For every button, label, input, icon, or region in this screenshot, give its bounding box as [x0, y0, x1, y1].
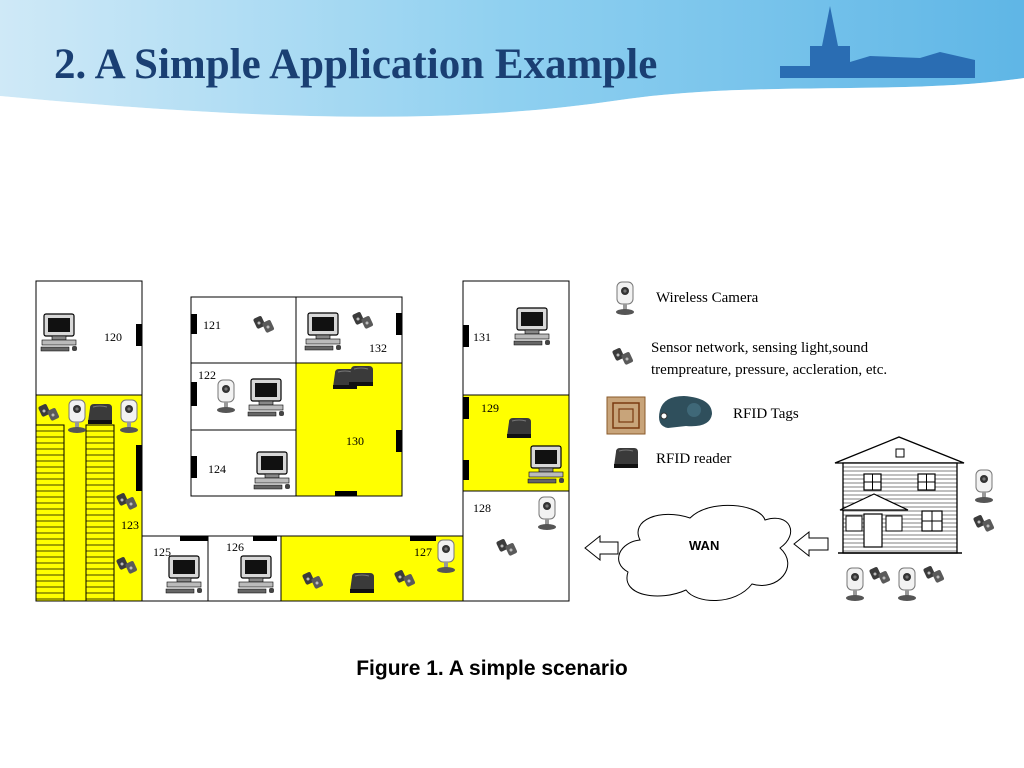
- wan-label: WAN: [689, 538, 719, 553]
- room-121: [190, 296, 297, 364]
- legend-rfid-reader-label: RFID reader: [656, 451, 731, 467]
- room-number-123: 123: [121, 518, 139, 532]
- arrow-left-icon: [793, 530, 829, 558]
- slide-title: 2. A Simple Application Example: [54, 41, 658, 88]
- camera-icon: [897, 567, 917, 602]
- camera-icon: [974, 469, 994, 504]
- room-number-128: 128: [473, 501, 491, 515]
- room-number-121: 121: [203, 318, 221, 332]
- rfid-reader-icon: [348, 365, 374, 387]
- header-banner: [0, 0, 1024, 127]
- building-floorplan: 120 121 122 123 124 125 126 127 128 129 …: [35, 280, 570, 602]
- room-number-131: 131: [473, 330, 491, 344]
- rfid-reader-icon: [613, 447, 639, 469]
- room-number-127: 127: [414, 545, 432, 559]
- room-number-129: 129: [481, 401, 499, 415]
- figure-caption: Figure 1. A simple scenario: [356, 657, 628, 680]
- rfid-reader-icon: [349, 572, 375, 594]
- room-number-126: 126: [226, 540, 244, 554]
- sensor-icon: [922, 565, 945, 584]
- room-number-124: 124: [208, 462, 226, 476]
- camera-icon: [216, 379, 236, 414]
- sensor-icon: [868, 566, 891, 585]
- camera-icon: [845, 567, 865, 602]
- house-icon: [834, 436, 965, 554]
- camera-icon: [615, 281, 635, 316]
- legend-rfid-tags-label: RFID Tags: [733, 406, 799, 422]
- wan-network: WAN: [584, 504, 829, 601]
- camera-icon: [119, 399, 139, 434]
- legend: Wireless Camera Sensor network, sensing …: [606, 281, 887, 469]
- legend-sensor-label-2: trempreature, pressure, accleration, etc…: [651, 362, 887, 378]
- rfid-reader-icon: [506, 417, 532, 439]
- room-number-122: 122: [198, 368, 216, 382]
- camera-icon: [436, 539, 456, 574]
- room-number-130: 130: [346, 434, 364, 448]
- rfid-reader-icon: [87, 403, 113, 425]
- room-number-125: 125: [153, 545, 171, 559]
- staircase: [35, 424, 115, 602]
- sensor-icon: [611, 347, 634, 366]
- room-number-132: 132: [369, 341, 387, 355]
- sensor-icon: [972, 514, 995, 533]
- camera-icon: [67, 399, 87, 434]
- rfid-tag-icon: [606, 396, 712, 435]
- room-number-120: 120: [104, 330, 122, 344]
- arrow-left-icon: [584, 534, 619, 562]
- legend-camera-label: Wireless Camera: [656, 290, 759, 306]
- camera-icon: [537, 496, 557, 531]
- legend-sensor-label-1: Sensor network, sensing light,sound: [651, 340, 869, 356]
- church-icon: [780, 6, 975, 78]
